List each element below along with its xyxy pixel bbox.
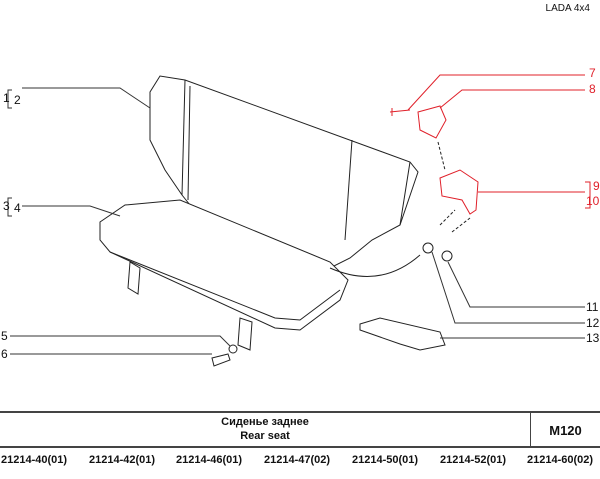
callout-11: 11	[586, 300, 599, 314]
model-code: 21214-50(01)	[352, 454, 419, 466]
footer-divider	[530, 412, 531, 447]
callout-5: 5	[1, 329, 8, 343]
callout-1: 1	[3, 91, 10, 105]
rear-seat-diagram	[7, 74, 591, 367]
model-code: 21214-40(01)	[1, 454, 68, 466]
footer-mid-rule	[0, 446, 600, 448]
callout-8: 8	[589, 82, 596, 96]
section-code: M120	[549, 423, 582, 438]
backrest	[149, 75, 419, 269]
model-code: 21214-47(02)	[264, 454, 331, 466]
callout-7: 7	[589, 66, 596, 80]
bracket-8	[417, 105, 447, 139]
callout-9: 9	[593, 179, 600, 193]
callout-12: 12	[586, 316, 600, 330]
bracket-9-10	[439, 169, 479, 215]
model-code: 21214-46(01)	[176, 454, 243, 466]
cushion	[99, 199, 349, 331]
callout-6: 6	[1, 347, 8, 361]
callout-10: 10	[586, 194, 600, 208]
callout-13: 13	[586, 331, 600, 345]
callout-3: 3	[3, 199, 10, 213]
model-code: 21214-52(01)	[440, 454, 507, 466]
model-code: 21214-60(02)	[527, 454, 594, 466]
bolt-7	[389, 108, 411, 116]
title-en: Rear seat	[240, 430, 290, 442]
callout-4: 4	[14, 201, 21, 215]
brand-label: LADA 4x4	[545, 3, 590, 14]
model-code: 21214-42(01)	[89, 454, 156, 466]
footer-top-rule	[0, 411, 600, 413]
plate	[359, 317, 446, 351]
title-ru: Сиденье заднее	[221, 416, 309, 428]
callout-2: 2	[14, 93, 21, 107]
